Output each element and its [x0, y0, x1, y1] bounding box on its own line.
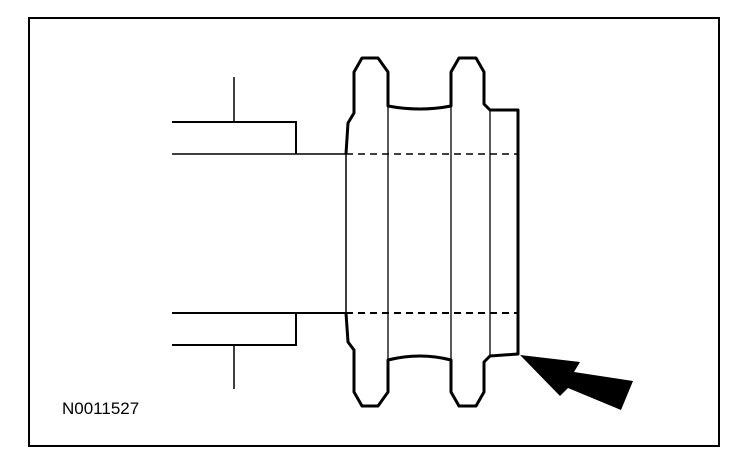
figure-reference-id: N0011527 [62, 399, 140, 418]
shaft-upper-shoulder [172, 121, 297, 154]
seal [344, 56, 520, 408]
arrow-head [520, 355, 633, 410]
shaft [172, 77, 346, 389]
arrow-icon [520, 355, 633, 410]
seal-outer-profile [344, 56, 520, 408]
shaft-lower-shoulder [172, 313, 297, 346]
diagram-frame [28, 17, 720, 447]
